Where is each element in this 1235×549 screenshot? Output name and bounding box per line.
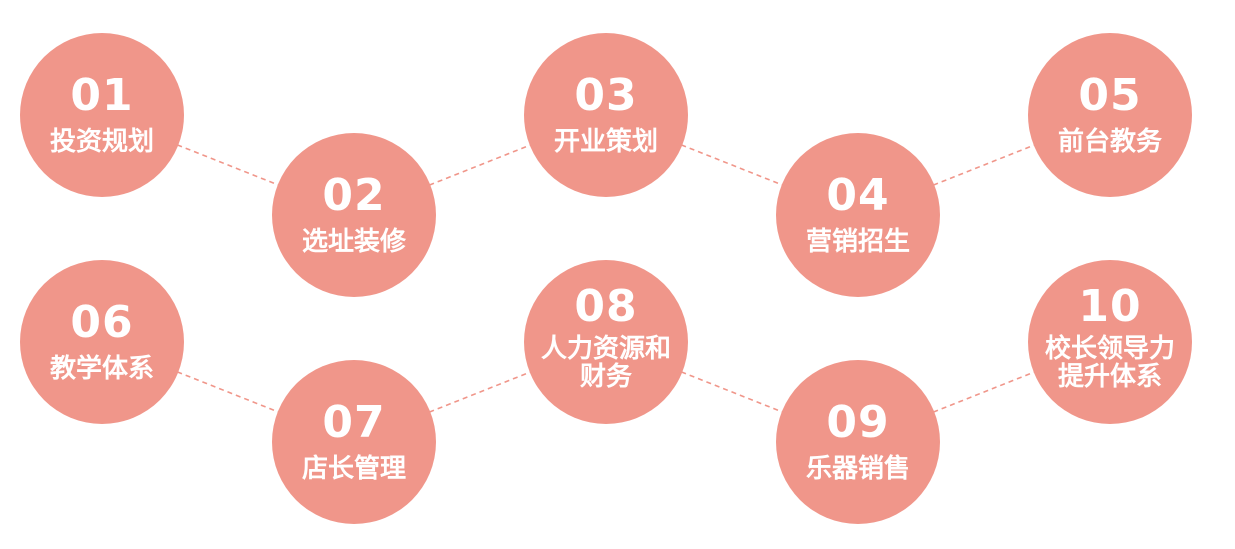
step-06-label: 教学体系: [49, 353, 154, 384]
step-02-circle: 02 选址装修: [272, 133, 436, 297]
step-05-number: 05: [1078, 69, 1142, 121]
step-10-number: 10: [1078, 280, 1142, 332]
step-04-circle: 04 营销招生: [776, 133, 940, 297]
step-03-circle: 03 开业策划: [524, 33, 688, 197]
step-01-label: 投资规划: [49, 126, 154, 157]
step-06-number: 06: [70, 296, 134, 348]
step-10-label: 校长领导力 提升体系: [1044, 333, 1175, 392]
step-10-circle: 10 校长领导力 提升体系: [1028, 260, 1192, 424]
step-01-circle: 01 投资规划: [20, 33, 184, 197]
step-09-number: 09: [826, 396, 890, 448]
step-08-circle: 08 人力资源和 财务: [524, 260, 688, 424]
step-05-label: 前台教务: [1057, 126, 1162, 157]
step-06-circle: 06 教学体系: [20, 260, 184, 424]
step-09-circle: 09 乐器销售: [776, 360, 940, 524]
step-02-number: 02: [322, 169, 386, 221]
step-08-number: 08: [574, 280, 638, 332]
step-04-label: 营销招生: [805, 226, 910, 257]
step-08-label: 人力资源和 财务: [540, 333, 671, 392]
step-09-label: 乐器销售: [805, 453, 910, 484]
step-01-number: 01: [70, 69, 134, 121]
step-05-circle: 05 前台教务: [1028, 33, 1192, 197]
step-04-number: 04: [826, 169, 890, 221]
step-07-circle: 07 店长管理: [272, 360, 436, 524]
step-03-label: 开业策划: [553, 126, 658, 157]
step-03-number: 03: [574, 69, 638, 121]
step-07-number: 07: [322, 396, 386, 448]
step-07-label: 店长管理: [301, 453, 406, 484]
step-02-label: 选址装修: [301, 226, 406, 257]
